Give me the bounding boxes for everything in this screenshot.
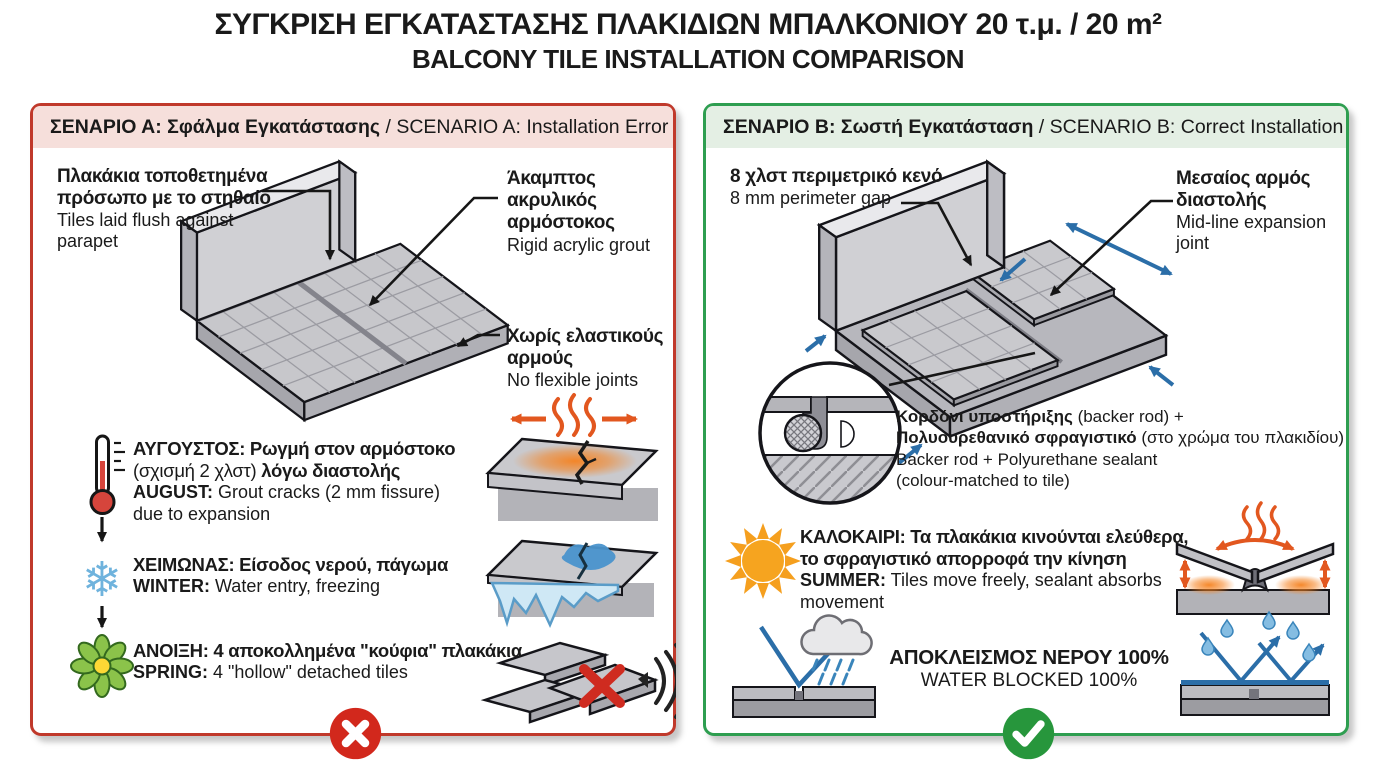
- tile-panel-right: [967, 238, 1116, 327]
- backer-rod-text: Κορδόνι υποστήριξης (backer rod) + Πολυο…: [896, 407, 1345, 491]
- snowflake-icon: ❄: [81, 552, 121, 608]
- scenario-a-illustration: ❄: [69, 158, 676, 724]
- leader-no-joints: [456, 333, 500, 347]
- water-bounce-illustration: [1179, 610, 1330, 716]
- timeline-spring-text: ΑΝΟΙΞΗ: 4 αποκολλημένα "κούφια" πλακάκια…: [133, 640, 522, 683]
- timeline-winter-text: ΧΕΙΜΩΝΑΣ: Είσοδος νερού, πάγωμα WINTER: …: [133, 554, 449, 597]
- hollow-sound-waves: [637, 642, 676, 719]
- leader-rigid-grout: [368, 196, 498, 306]
- balcony-isometric-a: [178, 158, 510, 422]
- backer-rod-detail: [783, 413, 822, 452]
- summer-text: ΚΑΛΟΚΑΙΡΙ: Τα πλακάκια κινούνται ελεύθερ…: [800, 526, 1189, 612]
- scenario-a-title-greek: ΣΕΝΑΡΙΟ Α: Σφάλμα Εγκατάστασης: [50, 116, 381, 138]
- annotation-perimeter-gap: 8 χλστ περιμετρικό κενό 8 mm perimeter g…: [730, 166, 965, 209]
- scenario-b-header: ΣΕΝΑΡΙΟ Β: Σωστή Εγκατάσταση / SCENARIO …: [706, 106, 1346, 148]
- annotation-mid-joint: Μεσαίος αρμός διαστολής Mid-line expansi…: [1176, 168, 1338, 255]
- water-droplets: [1200, 610, 1316, 662]
- scenario-a-fail-badge: [327, 705, 384, 762]
- scenario-b-title-english: SCENARIO B: Correct Installation: [1049, 116, 1344, 138]
- scenario-a-header: ΣΕΝΑΡΙΟ Α: Σφάλμα Εγκατάστασης / SCENARI…: [33, 106, 673, 148]
- heat-crack-illustration: [484, 392, 659, 521]
- flower-icon: [69, 633, 134, 698]
- rain-deflect-illustration: [731, 613, 876, 718]
- scenario-a-title-english: SCENARIO A: Installation Error: [396, 116, 669, 138]
- page-title-greek: ΣΥΓΚΡΙΣΗ ΕΓΚΑΤΑΣΤΑΣΗΣ ΠΛΑΚΙΔΙΩΝ ΜΠΑΛΚΟΝΙ…: [214, 8, 1162, 41]
- tile-panel-left: [859, 289, 1060, 407]
- annotation-tiles-flush: Πλακάκια τοποθετημένα πρόσωπο με το στηθ…: [57, 166, 271, 253]
- annotation-tiles-flush-greek: Πλακάκια τοποθετημένα πρόσωπο με το στηθ…: [57, 166, 271, 210]
- water-blocked-greek: ΑΠΟΚΛΕΙΣΜΟΣ ΝΕΡΟΥ 100%: [889, 646, 1169, 669]
- hollow-x-mark: [578, 663, 625, 708]
- annotation-mid-joint-english: Mid-line expansion joint: [1176, 212, 1327, 254]
- flex-absorb-illustration: [1175, 500, 1334, 615]
- parapet-wall-a: [178, 158, 358, 323]
- leader-perimeter-gap: [900, 201, 972, 266]
- annotation-rigid-grout: Άκαμπτος ακρυλικός αρμόστοκος Rigid acry…: [507, 168, 667, 256]
- annotation-no-joints-english: No flexible joints: [507, 370, 639, 391]
- scenario-b-title-separator: /: [1033, 116, 1050, 138]
- rain-drops: [811, 658, 854, 685]
- water-blocked-text: ΑΠΟΚΛΕΙΣΜΟΣ ΝΕΡΟΥ 100% WATER BLOCKED 100…: [884, 646, 1174, 692]
- water-freeze-illustration: [484, 539, 659, 628]
- timeline-august-text: ΑΥΓΟΥΣΤΟΣ: Ρωγμή στον αρμόστοκο (σχισμή …: [133, 438, 456, 524]
- page-title: ΣΥΓΚΡΙΣΗ ΕΓΚΑΤΑΣΤΑΣΗΣ ΠΛΑΚΙΔΙΩΝ ΜΠΑΛΚΟΝΙ…: [0, 8, 1376, 75]
- page-title-english: BALCONY TILE INSTALLATION COMPARISON: [411, 44, 965, 74]
- annotation-rigid-grout-english: Rigid acrylic grout: [507, 234, 651, 255]
- water-blocked-english: WATER BLOCKED 100%: [920, 670, 1138, 691]
- sun-icon: [724, 522, 801, 599]
- annotation-rigid-grout-greek: Άκαμπτος ακρυλικός αρμόστοκος: [507, 168, 615, 234]
- scenario-a-panel: ΣΕΝΑΡΙΟ Α: Σφάλμα Εγκατάστασης / SCENARI…: [30, 103, 676, 736]
- leader-magnifier: [888, 351, 1035, 386]
- movement-arrows: [804, 221, 1174, 465]
- scenario-b-illustration: [724, 158, 1334, 718]
- annotation-perimeter-gap-english: 8 mm perimeter gap: [730, 188, 892, 209]
- rain-cloud-icon: [799, 613, 873, 655]
- scenario-b-success-badge: [1000, 705, 1057, 762]
- check-circle-icon: [1002, 707, 1055, 760]
- annotation-no-joints-greek: Χωρίς ελαστικούς αρμούς: [507, 326, 664, 370]
- annotation-mid-joint-greek: Μεσαίος αρμός διαστολής: [1176, 168, 1311, 212]
- detached-tiles-illustration: [480, 641, 676, 724]
- leader-tiles-flush: [261, 189, 335, 260]
- thermometer-icon: [89, 434, 125, 515]
- annotation-tiles-flush-english: Tiles laid flush against parapet: [57, 210, 234, 252]
- annotation-no-joints: Χωρίς ελαστικούς αρμούς No flexible join…: [507, 326, 667, 391]
- balcony-isometric-b: [816, 158, 1168, 439]
- scenario-b-panel: ΣΕΝΑΡΙΟ Β: Σωστή Εγκατάσταση / SCENARIO …: [703, 103, 1349, 736]
- scenario-b-title-greek: ΣΕΝΑΡΙΟ Β: Σωστή Εγκατάσταση: [723, 116, 1034, 138]
- scenario-a-title-separator: /: [380, 116, 397, 138]
- rigid-grout-line: [296, 279, 408, 366]
- x-circle-icon: [329, 707, 382, 760]
- parapet-wall-b: [816, 158, 1007, 333]
- leader-mid-joint: [1049, 199, 1173, 296]
- annotation-perimeter-gap-greek: 8 χλστ περιμετρικό κενό: [730, 166, 943, 187]
